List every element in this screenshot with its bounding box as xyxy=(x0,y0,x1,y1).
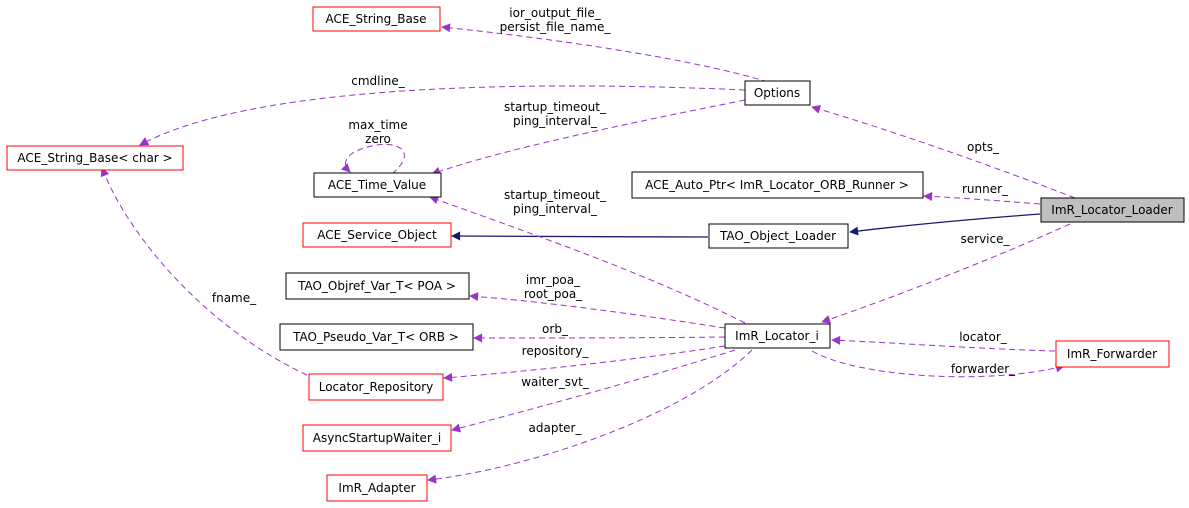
node-label: ACE_Auto_Ptr< ImR_Locator_ORB_Runner > xyxy=(645,178,909,192)
edge-label-runner: runner_ xyxy=(962,182,1009,196)
edge-locator-i-to-time-value xyxy=(429,195,746,324)
node-label: Locator_Repository xyxy=(319,380,434,394)
edge-object-loader-to-service-object xyxy=(451,231,709,241)
node-imr-forwarder[interactable]: ImR_Forwarder xyxy=(1055,340,1170,368)
node-tao-object-loader[interactable]: TAO_Object_Loader xyxy=(708,223,849,249)
edge-locator-i-to-objref-var xyxy=(469,292,726,329)
edge-label-locator-startup-timeout: startup_timeout_ xyxy=(504,188,607,202)
edge-locator-i-to-forwarder xyxy=(811,350,1065,378)
edge-label-locator: locator_ xyxy=(959,330,1008,344)
node-ace-auto-ptr[interactable]: ACE_Auto_Ptr< ImR_Locator_ORB_Runner > xyxy=(631,171,924,199)
edge-label-forwarder: forwarder_ xyxy=(951,362,1016,376)
edge-options-to-ace-string-base-char xyxy=(139,85,746,146)
edge-label-orb: orb_ xyxy=(542,322,569,336)
node-ace-string-base-char[interactable]: ACE_String_Base< char > xyxy=(6,145,184,171)
edge-label-ior-output-file: ior_output_file_ xyxy=(509,6,601,20)
nodes: ACE_String_Base ACE_String_Base< char > … xyxy=(6,6,1185,502)
node-label: ACE_String_Base< char > xyxy=(17,151,172,165)
edge-loader-to-object-loader xyxy=(849,213,1041,236)
node-label: ImR_Locator_Loader xyxy=(1051,203,1172,217)
node-label: ImR_Locator_i xyxy=(735,329,819,343)
edge-locator-i-to-repository xyxy=(443,345,726,382)
edge-label-fname: fname_ xyxy=(212,291,257,305)
edge-label-persist-file-name: persist_file_name_ xyxy=(500,20,612,34)
edge-label-imr-poa: imr_poa_ xyxy=(526,273,581,287)
edge-time-value-self-loop xyxy=(341,143,405,175)
edge-locator-i-to-pseudo-var xyxy=(473,333,726,343)
edge-labels: ior_output_file_ persist_file_name_ cmdl… xyxy=(212,6,1016,435)
node-label: TAO_Objref_Var_T< POA > xyxy=(297,279,456,293)
edge-label-adapter: adapter_ xyxy=(529,421,583,435)
edge-loader-to-locator-i xyxy=(821,223,1071,324)
edge-label-max-time: max_time xyxy=(348,118,407,132)
edge-locator-i-to-waiter xyxy=(451,349,736,433)
node-imr-locator-loader[interactable]: ImR_Locator_Loader xyxy=(1040,197,1185,223)
edge-label-waiter-svt: waiter_svt_ xyxy=(521,375,590,389)
node-label: TAO_Object_Loader xyxy=(719,229,836,243)
node-ace-time-value[interactable]: ACE_Time_Value xyxy=(313,172,442,198)
edge-loader-to-options xyxy=(811,104,1076,199)
node-label: ACE_String_Base xyxy=(326,12,427,26)
node-label: Options xyxy=(754,86,800,100)
edge-options-to-ace-string-base xyxy=(441,23,769,83)
edge-label-service: service_ xyxy=(961,232,1011,246)
edge-label-options-ping-interval: ping_interval_ xyxy=(513,114,598,128)
edge-label-opts: opts_ xyxy=(967,140,1000,154)
edge-label-root-poa: root_poa_ xyxy=(524,287,583,301)
edge-loader-to-auto-ptr xyxy=(923,191,1041,205)
node-label: ACE_Time_Value xyxy=(328,178,426,192)
node-ace-string-base[interactable]: ACE_String_Base xyxy=(312,6,441,32)
edge-label-locator-ping-interval: ping_interval_ xyxy=(513,202,598,216)
node-imr-locator-i[interactable]: ImR_Locator_i xyxy=(724,323,831,349)
node-label: ACE_Service_Object xyxy=(317,228,437,242)
node-options[interactable]: Options xyxy=(744,80,811,106)
edge-label-options-startup-timeout: startup_timeout_ xyxy=(504,100,607,114)
edge-locator-i-to-adapter xyxy=(427,349,753,484)
node-tao-objref-var[interactable]: TAO_Objref_Var_T< POA > xyxy=(285,272,470,300)
edge-label-cmdline: cmdline_ xyxy=(351,74,406,88)
edge-label-zero: zero xyxy=(365,132,391,146)
node-label: AsyncStartupWaiter_i xyxy=(313,431,441,445)
node-async-startup-waiter[interactable]: AsyncStartupWaiter_i xyxy=(302,424,452,452)
node-imr-adapter[interactable]: ImR_Adapter xyxy=(326,474,428,502)
edge-label-repository: repository_ xyxy=(522,344,590,358)
edge-options-to-ace-time-value xyxy=(431,99,746,176)
node-ace-service-object[interactable]: ACE_Service_Object xyxy=(302,222,452,248)
edges xyxy=(100,23,1076,484)
node-label: TAO_Pseudo_Var_T< ORB > xyxy=(292,330,459,344)
node-label: ImR_Adapter xyxy=(338,481,415,495)
node-tao-pseudo-var[interactable]: TAO_Pseudo_Var_T< ORB > xyxy=(279,323,474,351)
edge-repository-to-string-base-char xyxy=(100,167,308,376)
node-label: ImR_Forwarder xyxy=(1067,347,1157,361)
node-locator-repository[interactable]: Locator_Repository xyxy=(308,373,444,401)
edge-forwarder-to-locator-i xyxy=(831,335,1056,352)
